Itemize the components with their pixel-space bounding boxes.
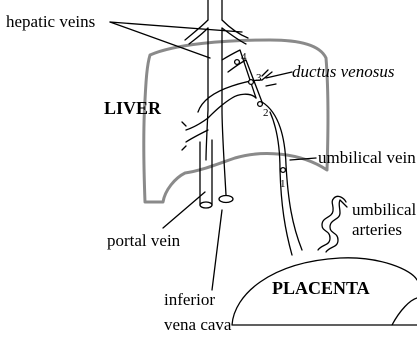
placenta-base-shadow — [392, 298, 417, 325]
marker-1-label: 1 — [280, 178, 286, 190]
label-umbilical-vein: umbilical vein — [318, 148, 416, 167]
label-ductus-venosus: ductus venosus — [292, 62, 395, 81]
inferior-vena-cava-pointer — [212, 210, 222, 290]
marker-1-dot — [281, 168, 286, 173]
hepatic-vein-left-branch — [185, 20, 208, 44]
ivc-opening — [219, 196, 233, 203]
inferior-vena-cava-vessel — [206, 28, 226, 195]
label-umbilical-arteries-line2: arteries — [352, 220, 402, 239]
label-umbilical-arteries-line1: umbilical — [352, 200, 416, 219]
label-placenta: PLACENTA — [272, 278, 370, 298]
label-liver: LIVER — [104, 98, 162, 118]
marker-4-dot — [235, 60, 240, 65]
label-portal-vein: portal vein — [107, 231, 181, 250]
portal-vein-pointer — [163, 192, 205, 228]
marker-2-label: 2 — [263, 107, 269, 119]
label-inferior-vena-cava-line2: vena cava — [164, 315, 232, 334]
portal-vein-branch-left — [182, 118, 208, 150]
marker-3-label: 3 — [256, 72, 262, 84]
label-hepatic-veins: hepatic veins — [6, 12, 95, 31]
umbilical-arteries-coil — [318, 196, 347, 252]
label-inferior-vena-cava-line1: inferior — [164, 290, 215, 309]
marker-4-label: 4 — [241, 51, 247, 63]
hepatic-vein-vessel — [208, 0, 222, 20]
portal-vein-opening — [200, 202, 212, 208]
ductus-small-branch — [262, 70, 276, 86]
marker-3-dot — [249, 80, 254, 85]
marker-2-dot — [258, 102, 263, 107]
